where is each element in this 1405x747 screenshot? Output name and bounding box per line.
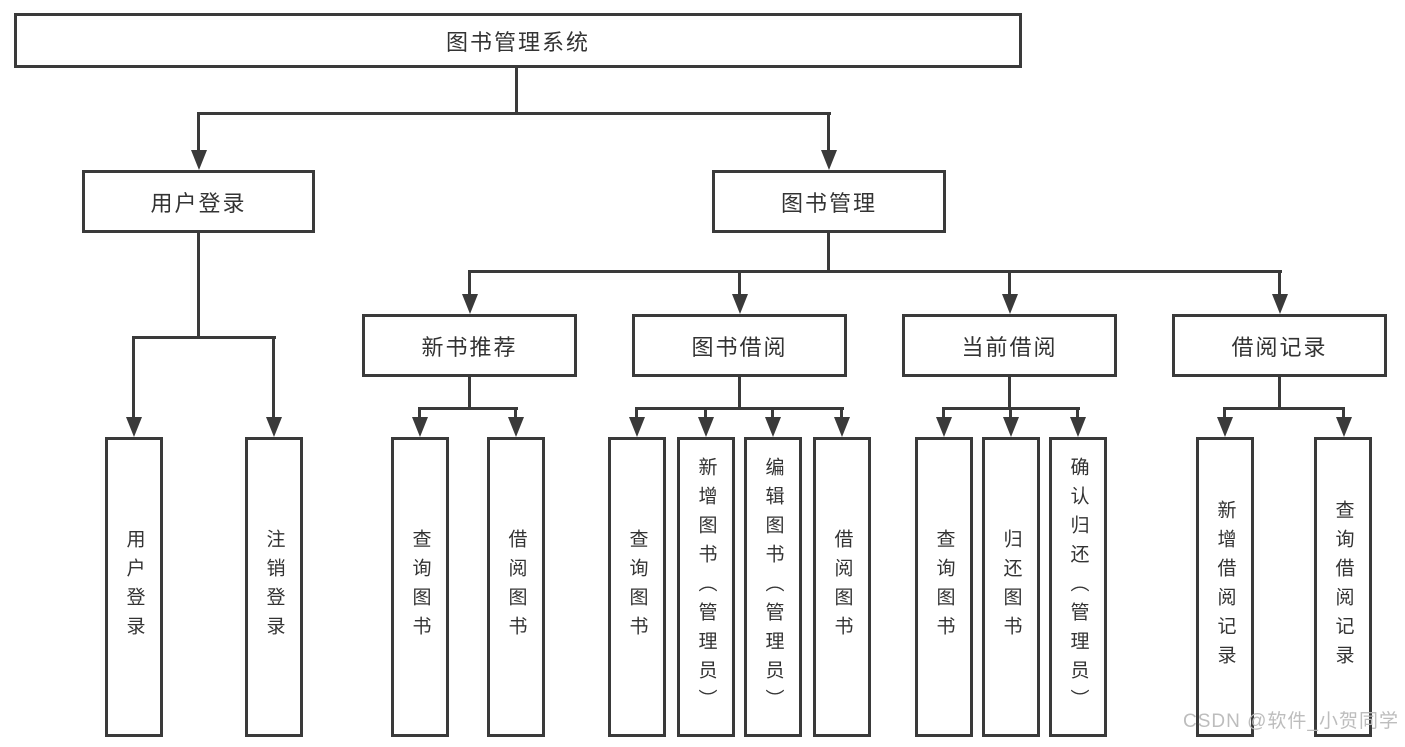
leaf-label: 借阅图书 (505, 529, 527, 645)
leaf-label: 新增图书（管理员） (695, 456, 717, 718)
leaf-confirm-return-admin: 确认归还（管理员） (1049, 437, 1107, 737)
connector (1009, 407, 1012, 419)
arrowhead-icon (834, 417, 850, 437)
connector (272, 336, 275, 419)
arrowhead-icon (936, 417, 952, 437)
leaf-query-books-borrow: 查询图书 (608, 437, 666, 737)
leaf-user-login: 用户登录 (105, 437, 163, 737)
node-library-system: 图书管理系统 (14, 13, 1022, 68)
connector (515, 68, 518, 112)
leaf-label: 借阅图书 (831, 529, 853, 645)
node-label: 图书管理系统 (445, 29, 590, 55)
node-borrow-records: 借阅记录 (1172, 314, 1387, 377)
arrowhead-icon (1070, 417, 1086, 437)
connector (635, 407, 844, 410)
arrowhead-icon (732, 294, 748, 314)
arrowhead-icon (266, 417, 282, 437)
node-book-borrow: 图书借阅 (632, 314, 847, 377)
connector (827, 112, 830, 152)
leaf-label: 归还图书 (1000, 529, 1022, 645)
arrowhead-icon (765, 417, 781, 437)
leaf-label: 编辑图书（管理员） (762, 456, 784, 718)
connector (704, 407, 707, 419)
connector (1223, 407, 1226, 419)
arrowhead-icon (1002, 294, 1018, 314)
leaf-borrow-books-recommend: 借阅图书 (487, 437, 545, 737)
connector (197, 233, 200, 336)
arrowhead-icon (1272, 294, 1288, 314)
leaf-label: 注销登录 (263, 529, 285, 645)
arrowhead-icon (821, 150, 837, 170)
connector (635, 407, 638, 419)
leaf-label: 用户登录 (123, 529, 145, 645)
connector (771, 407, 774, 419)
connector (738, 377, 741, 407)
node-label: 用户登录 (150, 190, 247, 216)
connector (468, 270, 1282, 273)
connector (1008, 377, 1011, 407)
leaf-label: 查询图书 (626, 529, 648, 645)
connector (468, 377, 471, 407)
connector (514, 407, 517, 419)
connector (1278, 377, 1281, 407)
arrowhead-icon (1336, 417, 1352, 437)
connector (418, 407, 518, 410)
connector (840, 407, 843, 419)
leaf-label: 新增借阅记录 (1214, 500, 1236, 674)
csdn-watermark: CSDN @软件_小贺同学 (1183, 711, 1399, 732)
leaf-query-borrow-record: 查询借阅记录 (1314, 437, 1372, 737)
node-label: 新书推荐 (421, 334, 518, 360)
connector (468, 270, 471, 298)
node-user-login: 用户登录 (82, 170, 315, 233)
leaf-query-books-recommend: 查询图书 (391, 437, 449, 737)
arrowhead-icon (191, 150, 207, 170)
leaf-return-books: 归还图书 (982, 437, 1040, 737)
connector (1342, 407, 1345, 419)
connector (1008, 270, 1011, 298)
node-label: 借阅记录 (1231, 334, 1328, 360)
leaf-borrow-books: 借阅图书 (813, 437, 871, 737)
node-book-management: 图书管理 (712, 170, 946, 233)
node-label: 当前借阅 (961, 334, 1058, 360)
leaf-query-books-current: 查询图书 (915, 437, 973, 737)
node-label: 图书管理 (780, 190, 877, 216)
connector (197, 112, 200, 152)
leaf-label: 查询图书 (933, 529, 955, 645)
node-current-borrow: 当前借阅 (902, 314, 1117, 377)
arrowhead-icon (1217, 417, 1233, 437)
leaf-add-borrow-record: 新增借阅记录 (1196, 437, 1254, 737)
arrowhead-icon (629, 417, 645, 437)
leaf-edit-books-admin: 编辑图书（管理员） (744, 437, 802, 737)
arrowhead-icon (1003, 417, 1019, 437)
arrowhead-icon (508, 417, 524, 437)
connector (418, 407, 421, 419)
connector (738, 270, 741, 298)
arrowhead-icon (126, 417, 142, 437)
connector (942, 407, 945, 419)
arrowhead-icon (698, 417, 714, 437)
node-label: 图书借阅 (691, 334, 788, 360)
connector (827, 233, 830, 270)
connector (132, 336, 135, 419)
connector (197, 112, 831, 115)
node-new-book-recommend: 新书推荐 (362, 314, 577, 377)
connector (132, 336, 276, 339)
arrowhead-icon (462, 294, 478, 314)
leaf-label: 查询借阅记录 (1332, 500, 1354, 674)
connector (1278, 270, 1281, 298)
leaf-label: 查询图书 (409, 529, 431, 645)
leaf-label: 确认归还（管理员） (1067, 456, 1089, 718)
leaf-logout: 注销登录 (245, 437, 303, 737)
connector (1223, 407, 1345, 410)
leaf-add-books-admin: 新增图书（管理员） (677, 437, 735, 737)
arrowhead-icon (412, 417, 428, 437)
connector (1076, 407, 1079, 419)
